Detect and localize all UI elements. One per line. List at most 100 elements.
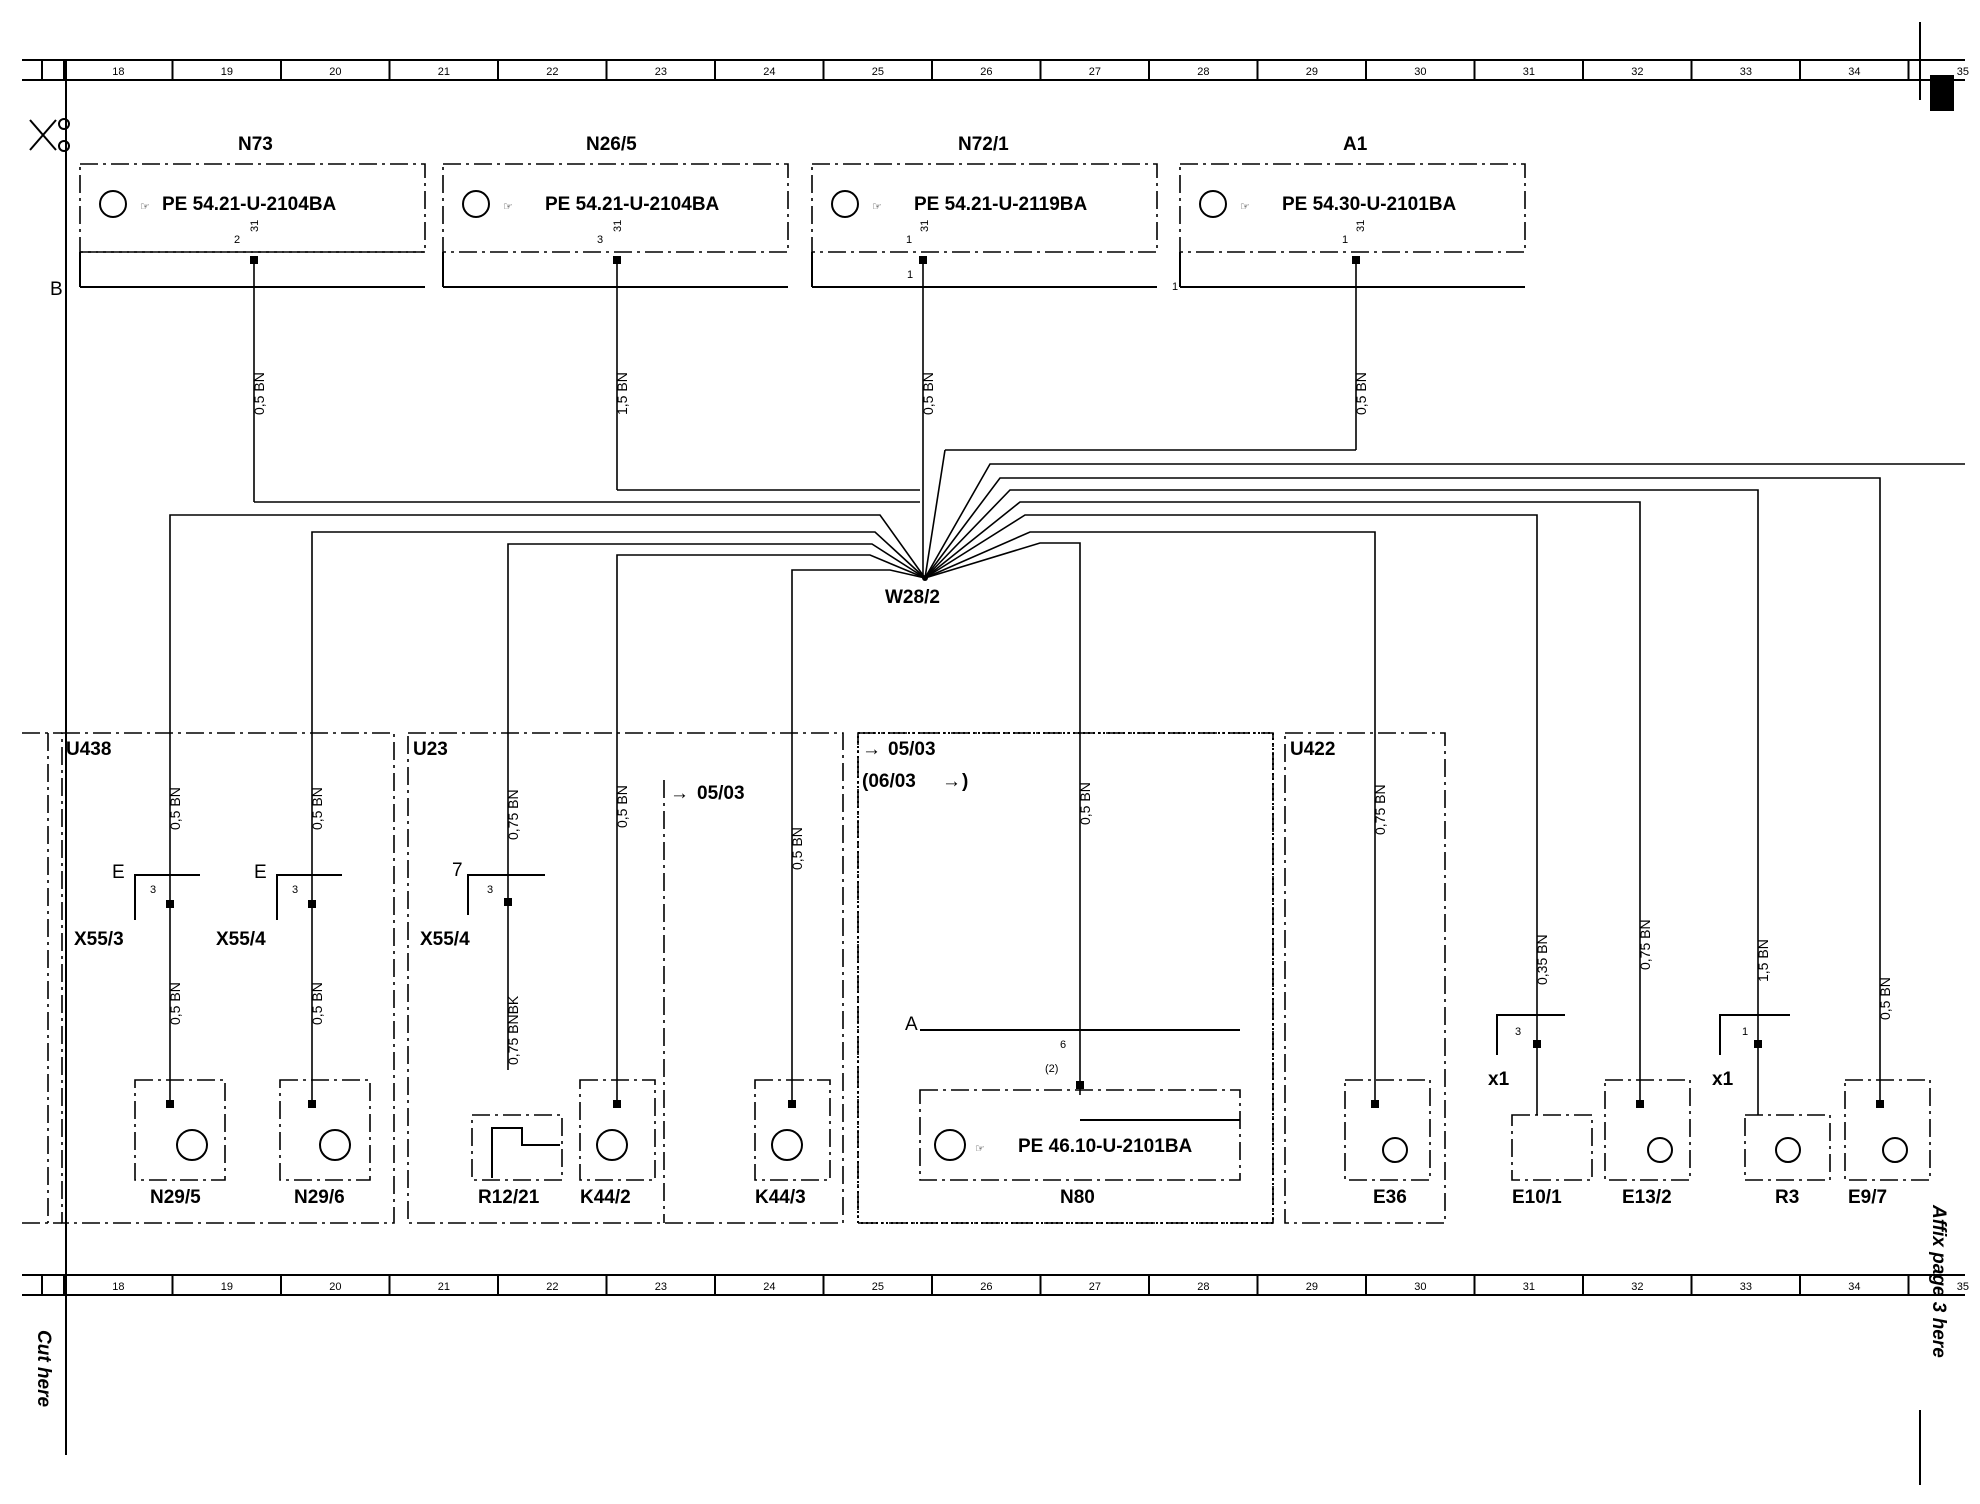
component-n80: A 6 (2) ☞ PE 46.10-U-2101BA N80 <box>905 1014 1241 1208</box>
scissors-icon <box>29 118 70 152</box>
component-k44-2: K44/2 <box>579 1079 656 1208</box>
wire-label: 0,5 BN <box>251 372 267 415</box>
grid-label: 27 <box>1089 66 1101 78</box>
component-id: N29/5 <box>150 1187 201 1208</box>
hand-pointer-icon: ☞ <box>1240 201 1250 213</box>
wire-label: 0,5 BN <box>309 982 325 1025</box>
pin-number: 3 <box>597 234 603 246</box>
connector-x55-4a: E 3 X55/4 <box>216 862 342 950</box>
wire-label: 0,75 BNBK <box>505 995 521 1065</box>
page-marker <box>1930 75 1954 111</box>
component-id: A1 <box>1343 134 1368 155</box>
pin-number: 3 <box>150 884 156 896</box>
component-e9-7: E9/7 <box>1844 1079 1931 1208</box>
connector-x55-3: E 3 X55/3 <box>74 862 200 950</box>
ref-link[interactable]: PE 54.21-U-2104BA <box>162 194 337 215</box>
grid-label: 28 <box>1197 1281 1209 1293</box>
component-e10-1: E10/1 <box>1511 1114 1593 1208</box>
wire-label: 0,75 BN <box>505 789 521 840</box>
group-u438: U438 <box>22 732 395 1224</box>
component-r12-21: R12/21 <box>471 1114 563 1208</box>
top-wires <box>253 264 1357 579</box>
grid-label: 24 <box>763 66 775 78</box>
group-note: ) <box>962 771 968 792</box>
wire-label: 0,5 BN <box>920 372 936 415</box>
lamp-icon <box>1382 1137 1408 1163</box>
wire-label: 0,5 BN <box>789 827 805 870</box>
row-label: B <box>50 279 63 300</box>
grid-label: 30 <box>1414 1281 1426 1293</box>
transistor-icon <box>1199 190 1227 218</box>
arrow-icon: → <box>862 739 881 760</box>
connector-x55-4b: 7 3 X55/4 <box>420 860 545 950</box>
component-id: E10/1 <box>1512 1187 1562 1208</box>
connector-pin-label: E <box>254 862 267 883</box>
wire-label: 0,5 BN <box>167 787 183 830</box>
pin-number: 2 <box>234 234 240 246</box>
hand-pointer-icon: ☞ <box>975 1143 985 1155</box>
connector-id: x1 <box>1712 1069 1734 1090</box>
pin-number: 1 <box>906 234 912 246</box>
transistor-icon <box>934 1129 966 1161</box>
grid-label: 25 <box>872 1281 884 1293</box>
pin-number: 31 <box>1355 220 1367 232</box>
grid-label: 35 <box>1957 66 1969 78</box>
hand-pointer-icon: ☞ <box>503 201 513 213</box>
group-note: 05/03 <box>888 739 936 760</box>
component-id: E9/7 <box>1848 1187 1887 1208</box>
component-e36: E36 <box>1344 1079 1431 1208</box>
component-n29-6: N29/6 <box>279 1079 371 1208</box>
ref-link[interactable]: PE 54.30-U-2101BA <box>1282 194 1457 215</box>
splice-fan <box>169 463 1965 975</box>
component-id: R3 <box>1775 1187 1799 1208</box>
grid-label: 31 <box>1523 66 1535 78</box>
grid-label: 29 <box>1306 66 1318 78</box>
group-note: (06/03 <box>862 771 916 792</box>
grid-label: 26 <box>980 66 992 78</box>
grid-label: 18 <box>112 1281 124 1293</box>
grid-label: 28 <box>1197 66 1209 78</box>
component-id: N26/5 <box>586 134 637 155</box>
component-id: E13/2 <box>1622 1187 1672 1208</box>
wire-label: 1,5 BN <box>1755 939 1771 982</box>
component-id: R12/21 <box>478 1187 540 1208</box>
grid-label: 31 <box>1523 1281 1535 1293</box>
connector-id: X55/3 <box>74 929 124 950</box>
component-id: N73 <box>238 134 273 155</box>
group-label: U438 <box>66 739 111 760</box>
component-n29-5: N29/5 <box>134 1079 226 1208</box>
lamp-icon <box>1882 1137 1908 1163</box>
pin-number: 31 <box>249 220 261 232</box>
grid-label: 21 <box>438 1281 450 1293</box>
wire-label: 0,5 BN <box>1077 782 1093 825</box>
hand-pointer-icon: ☞ <box>140 201 150 213</box>
transistor-icon <box>462 190 490 218</box>
transistor-icon <box>99 190 127 218</box>
component-id: K44/3 <box>755 1187 806 1208</box>
grid-label: 22 <box>546 66 558 78</box>
connector-x1b: 1 x1 <box>1712 1014 1790 1090</box>
component-e13-2: E13/2 <box>1604 1079 1691 1208</box>
component-id: N29/6 <box>294 1187 345 1208</box>
top-grid-ruler <box>22 59 1965 81</box>
component-a1: A1 ☞ PE 54.30-U-2101BA 1 1 31 <box>1172 134 1526 293</box>
pin-number: 1 <box>1742 1026 1748 1038</box>
pin-number: 3 <box>1515 1026 1521 1038</box>
wire-label: 0,75 BN <box>1372 784 1388 835</box>
grid-label: 24 <box>763 1281 775 1293</box>
ref-link[interactable]: PE 46.10-U-2101BA <box>1018 1136 1193 1157</box>
connector-x1a: 3 x1 <box>1488 1014 1565 1090</box>
grid-label: 26 <box>980 1281 992 1293</box>
ref-link[interactable]: PE 54.21-U-2119BA <box>914 194 1087 215</box>
grid-label: 20 <box>329 66 341 78</box>
arrow-icon: → <box>670 783 689 804</box>
lamp-icon <box>1647 1137 1673 1163</box>
component-r3: R3 <box>1744 1114 1831 1208</box>
pin-number: 31 <box>919 220 931 232</box>
ref-link[interactable]: PE 54.21-U-2104BA <box>545 194 720 215</box>
bottom-grid-ruler <box>22 1274 1965 1296</box>
grid-label: 34 <box>1848 1281 1860 1293</box>
grid-label: 21 <box>438 66 450 78</box>
grid-label: 18 <box>112 66 124 78</box>
